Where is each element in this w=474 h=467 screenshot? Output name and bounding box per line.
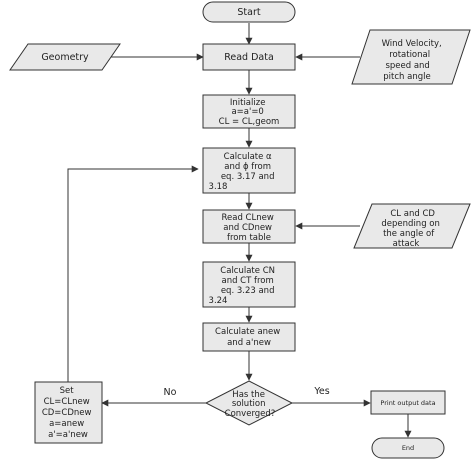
start-node: Start: [202, 1, 296, 23]
convergence-decision: Has the solution Converged?: [204, 380, 294, 426]
calc-alpha-text: Calculate α and ϕ from eq. 3.17 and 3.18: [209, 152, 278, 192]
cl-cd-input-text: CL and CD depending on the angle of atta…: [381, 209, 442, 249]
wind-input: Wind Velocity, rotational speed and pitc…: [351, 29, 471, 85]
end-node: End: [371, 437, 445, 459]
read-data-label: Read Data: [224, 52, 274, 63]
arrow-loop-back: [67, 165, 199, 382]
initialize-text: Initialize a=a'=0 CL = CL,geom: [219, 98, 280, 127]
print-output-label: Print output data: [380, 399, 435, 407]
calc-a-text: Calculate anew and a'new: [215, 327, 283, 348]
set-text: Set CL=CLnew CD=CDnew a=anew a'=a'new: [42, 386, 94, 440]
initialize-process: Initialize a=a'=0 CL = CL,geom: [202, 94, 296, 129]
read-data-process: Read Data: [202, 43, 296, 71]
calc-a-process: Calculate anew and a'new: [202, 322, 296, 352]
read-cl-process: Read CLnew and CDnew from table: [202, 209, 296, 244]
no-label: No: [164, 387, 177, 398]
start-label: Start: [237, 7, 260, 18]
geometry-input: Geometry: [9, 43, 121, 71]
print-output-process: Print output data: [370, 390, 446, 415]
wind-input-text: Wind Velocity, rotational speed and pitc…: [382, 39, 445, 82]
calc-cn-text: Calculate CN and CT from eq. 3.23 and 3.…: [209, 266, 278, 306]
geometry-label: Geometry: [41, 52, 89, 63]
decision-text: Has the solution Converged?: [225, 390, 276, 419]
end-label: End: [402, 444, 414, 452]
read-cl-text: Read CLnew and CDnew from table: [221, 213, 276, 243]
calc-cn-process: Calculate CN and CT from eq. 3.23 and 3.…: [202, 261, 296, 308]
set-process: Set CL=CLnew CD=CDnew a=anew a'=a'new: [34, 381, 103, 444]
yes-label: Yes: [313, 386, 329, 397]
cl-cd-input: CL and CD depending on the angle of atta…: [353, 203, 471, 249]
connectors: [67, 23, 412, 438]
calc-alpha-process: Calculate α and ϕ from eq. 3.17 and 3.18: [202, 147, 296, 194]
